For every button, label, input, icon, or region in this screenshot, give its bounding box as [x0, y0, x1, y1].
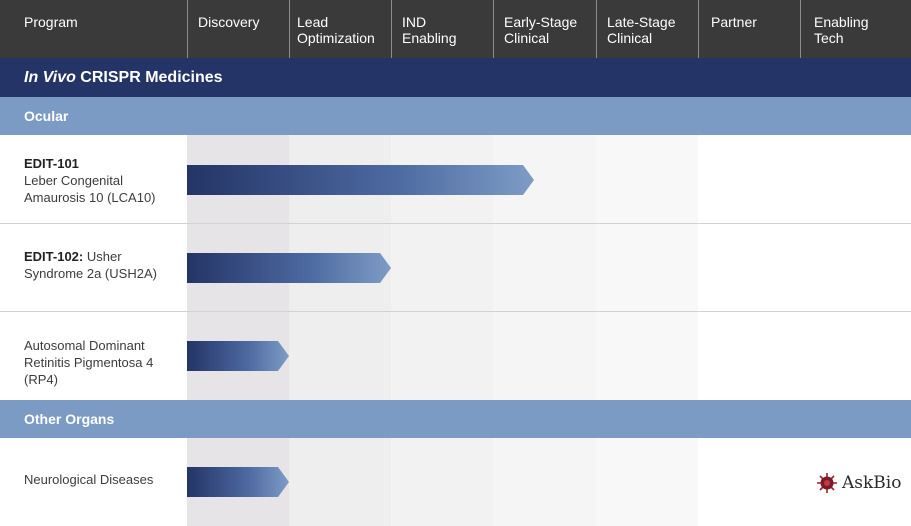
program-indication: Usher Syndrome 2a (USH2A) [24, 249, 157, 281]
stage-col-lead-bg [289, 134, 391, 526]
subsection-ocular: Ocular [0, 97, 911, 135]
askbio-logo: AskBio [816, 470, 901, 496]
stage-col-discovery-bg [187, 134, 289, 526]
program-label-neuro: Neurological Diseases [24, 471, 184, 488]
subsection-other-organs: Other Organs [0, 400, 911, 438]
program-name: EDIT-102: [24, 249, 84, 264]
row-separator [0, 223, 911, 224]
subsection-ocular-label: Ocular [24, 108, 69, 124]
stage-col-ind-bg [391, 134, 493, 526]
section-in-vivo-crispr: In Vivo CRISPR Medicines [0, 58, 911, 97]
stage-col-late-bg [596, 134, 698, 526]
section-title: In Vivo CRISPR Medicines [24, 69, 223, 86]
row-separator [0, 311, 911, 312]
program-indication: Autosomal Dominant Retinitis Pigmentosa … [24, 338, 154, 387]
progress-arrow-rp4 [187, 341, 289, 371]
program-indication: Neurological Diseases [24, 472, 154, 487]
subsection-other-organs-label: Other Organs [24, 411, 115, 427]
program-name: EDIT-101 [24, 156, 79, 171]
progress-arrow-neuro [187, 467, 289, 497]
program-label-rp4: Autosomal Dominant Retinitis Pigmentosa … [24, 337, 184, 388]
header-partner: Partner [698, 0, 800, 58]
program-label-edit101: EDIT-101 Leber Congenital Amaurosis 10 (… [24, 155, 184, 206]
header-program: Program [24, 14, 78, 30]
askbio-wordmark: AskBio [842, 473, 902, 493]
header-discovery: Discovery [187, 0, 289, 58]
askbio-virus-icon [817, 473, 837, 493]
program-label-edit102: EDIT-102: Usher Syndrome 2a (USH2A) [24, 248, 184, 282]
program-indication: Leber Congenital Amaurosis 10 (LCA10) [24, 173, 156, 205]
progress-arrow-edit102 [187, 253, 391, 283]
progress-arrow-edit101 [187, 165, 534, 195]
stage-col-early-bg [493, 134, 596, 526]
